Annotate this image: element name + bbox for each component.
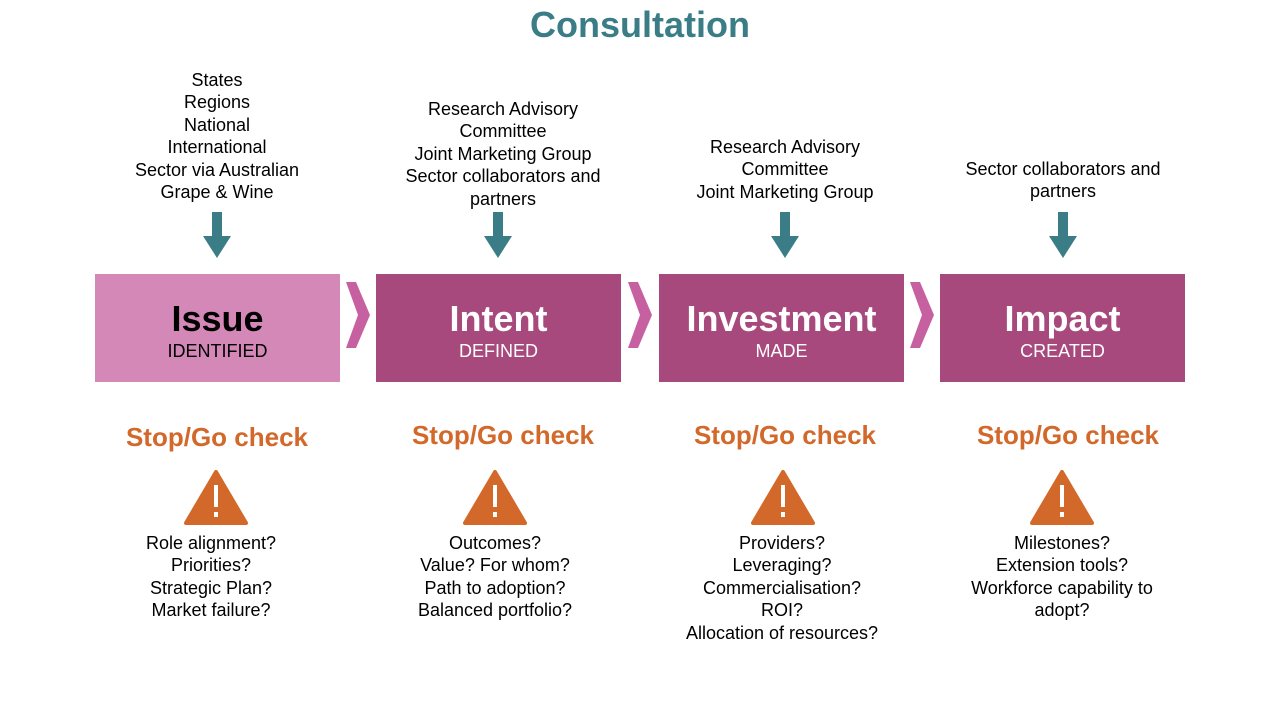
- consultation-list: States Regions National International Se…: [67, 69, 367, 203]
- warning-triangle-icon: [751, 470, 815, 525]
- stage-box-issue: Issue IDENTIFIED: [95, 274, 340, 382]
- consultation-item: Committee: [459, 121, 547, 142]
- consultation-item: Joint Marketing Group: [696, 181, 874, 202]
- question-list: Outcomes? Value? For whom? Path to adopt…: [345, 532, 645, 622]
- stage-heading: Intent: [449, 298, 548, 339]
- question-item: Priorities?: [170, 555, 252, 576]
- question-item: Balanced portfolio?: [417, 600, 573, 621]
- stage-heading: Issue: [171, 298, 264, 339]
- stop-go-check-label: Stop/Go check: [976, 420, 1160, 450]
- consultation-item: Research Advisory: [709, 137, 861, 157]
- consultation-list: Sector collaborators and partners: [913, 158, 1213, 203]
- consultation-item: Sector collaborators and: [405, 166, 601, 187]
- chevron-right-icon: [628, 282, 652, 348]
- stage-issue: States Regions National International Se…: [67, 0, 367, 720]
- down-arrow-icon: [203, 212, 231, 258]
- consultation-item: Sector collaborators and: [965, 159, 1161, 179]
- consultation-list: Research Advisory Committee Joint Market…: [635, 136, 935, 203]
- stop-go-check-label: Stop/Go check: [411, 420, 595, 450]
- question-item: Milestones?: [1013, 533, 1111, 553]
- stop-go-check-label: Stop/Go check: [693, 420, 877, 450]
- question-item: adopt?: [1034, 600, 1090, 621]
- question-item: Extension tools?: [995, 555, 1129, 576]
- stage-box-intent: Intent DEFINED: [376, 274, 621, 382]
- question-list: Role alignment? Priorities? Strategic Pl…: [61, 532, 361, 622]
- down-arrow-icon: [1049, 212, 1077, 258]
- consultation-item: partners: [1029, 181, 1097, 202]
- stage-impact: Sector collaborators and partners Impact…: [913, 0, 1213, 720]
- down-arrow-icon: [484, 212, 512, 258]
- consultation-item: Committee: [741, 159, 829, 180]
- stop-go-check-label: Stop/Go check: [125, 422, 309, 452]
- stage-box-impact: Impact CREATED: [940, 274, 1185, 382]
- stage-subheading: MADE: [755, 341, 808, 361]
- consultation-item: Research Advisory: [427, 99, 579, 119]
- question-item: Market failure?: [151, 600, 271, 621]
- question-item: Workforce capability to: [971, 577, 1153, 598]
- question-item: Outcomes?: [448, 533, 542, 553]
- warning-triangle-icon: [1030, 470, 1094, 525]
- consultation-item: partners: [469, 188, 537, 209]
- question-item: Providers?: [738, 533, 826, 553]
- warning-triangle-icon: [463, 470, 527, 525]
- stage-subheading: DEFINED: [458, 341, 538, 361]
- consultation-item: Joint Marketing Group: [414, 143, 592, 164]
- warning-triangle-icon: [184, 470, 248, 525]
- down-arrow-icon: [771, 212, 799, 258]
- question-item: ROI?: [760, 600, 803, 621]
- chevron-right-icon: [346, 282, 370, 348]
- consultation-item: Sector via Australian: [134, 159, 300, 180]
- consultation-item: Regions: [183, 92, 251, 113]
- question-item: Role alignment?: [145, 533, 277, 553]
- consultation-item: Grape & Wine: [160, 182, 274, 203]
- question-list: Milestones? Extension tools? Workforce c…: [912, 532, 1212, 622]
- question-item: Leveraging?: [732, 555, 832, 576]
- stage-subheading: IDENTIFIED: [167, 341, 268, 361]
- stage-subheading: CREATED: [1020, 341, 1105, 361]
- stage-box-investment: Investment MADE: [659, 274, 904, 382]
- question-item: Value? For whom?: [420, 555, 570, 576]
- consultation-item: International: [167, 137, 267, 158]
- consultation-item: National: [183, 114, 251, 135]
- question-item: Path to adoption?: [424, 577, 566, 598]
- question-item: Strategic Plan?: [149, 577, 273, 598]
- consultation-item: States: [191, 70, 243, 90]
- stage-intent: Research Advisory Committee Joint Market…: [353, 0, 653, 720]
- chevron-right-icon: [910, 282, 934, 348]
- question-item: Commercialisation?: [702, 577, 862, 598]
- stage-heading: Impact: [1004, 298, 1121, 339]
- question-item: Allocation of resources?: [685, 622, 879, 643]
- stage-heading: Investment: [686, 298, 877, 339]
- stage-investment: Research Advisory Committee Joint Market…: [635, 0, 935, 720]
- page-title: Consultation: [530, 4, 750, 45]
- consultation-list: Research Advisory Committee Joint Market…: [353, 98, 653, 210]
- question-list: Providers? Leveraging? Commercialisation…: [632, 532, 932, 644]
